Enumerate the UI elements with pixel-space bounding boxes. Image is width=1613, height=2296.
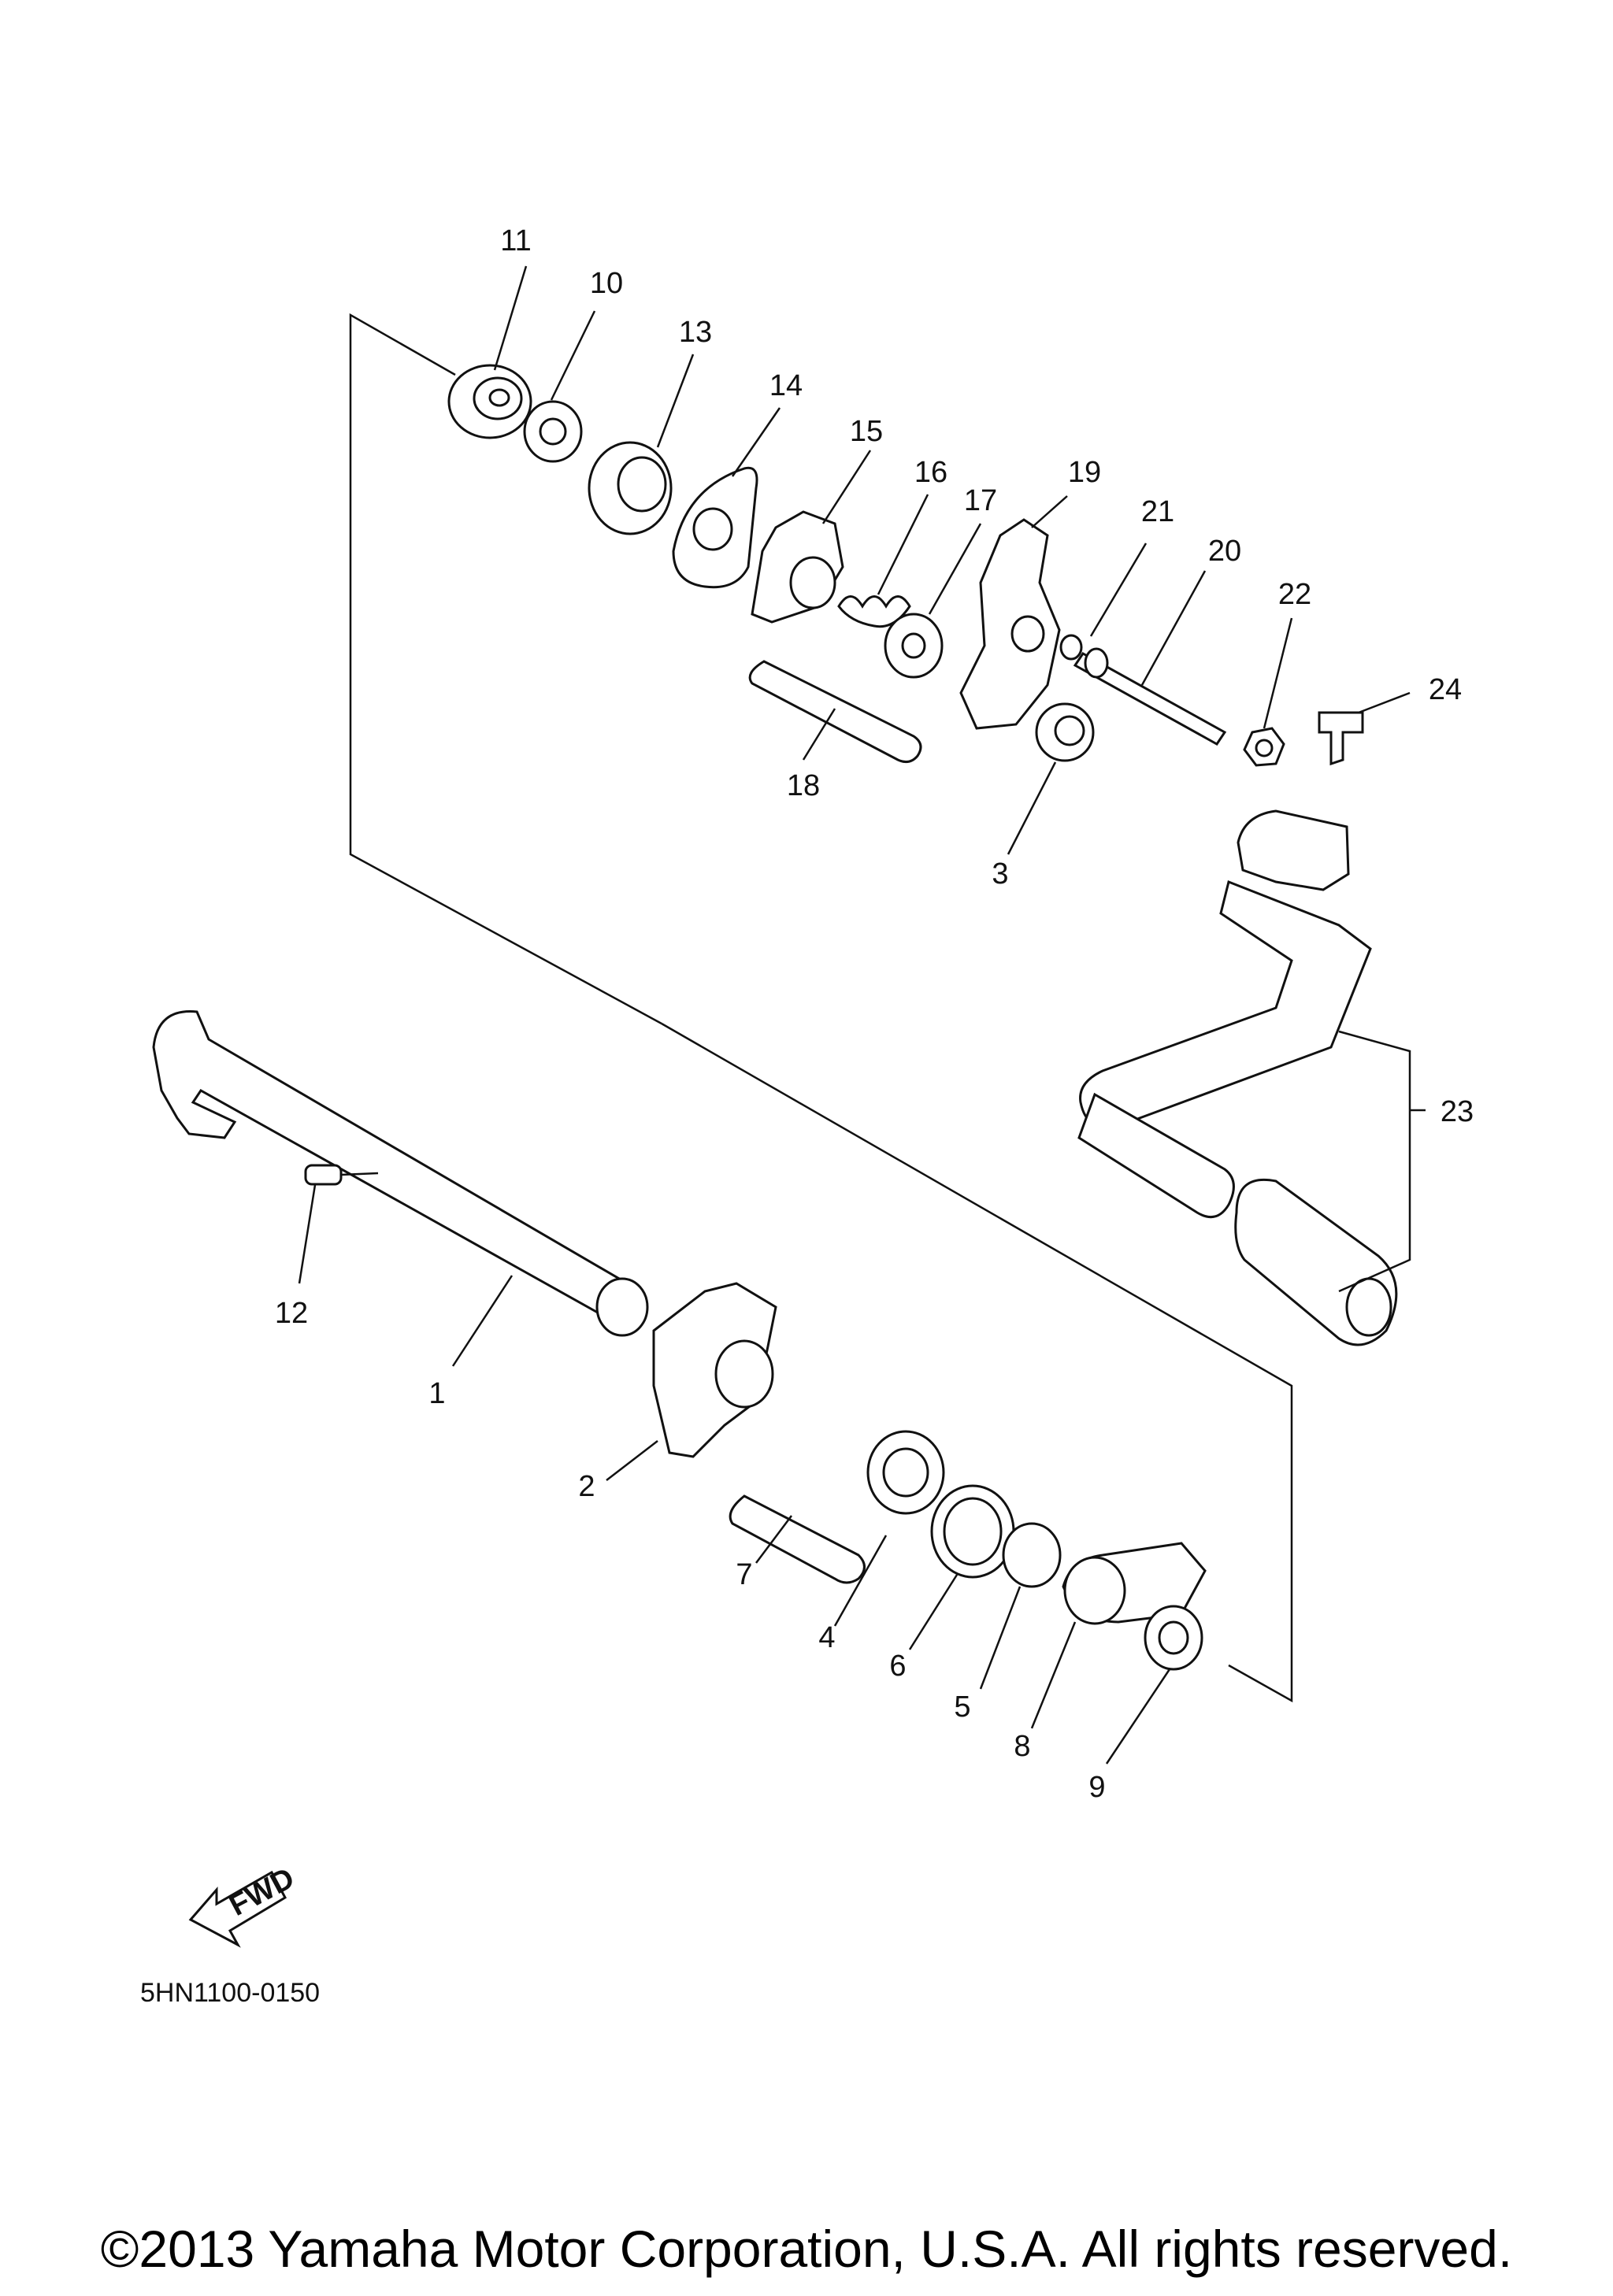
leader-lines [298,265,1426,1765]
callout-2: 2 [578,1470,595,1503]
callout-13: 13 [679,316,712,349]
callouts: 11 10 13 14 15 16 17 19 21 20 22 24 18 3… [275,224,1474,1804]
part-4-spring [866,1430,945,1515]
callout-18: 18 [787,769,820,802]
callout-1: 1 [428,1377,445,1410]
callout-3: 3 [992,857,1008,891]
callout-24: 24 [1429,673,1462,706]
callout-7: 7 [736,1558,752,1591]
part-7-pin [729,1494,866,1584]
callout-11: 11 [500,224,531,257]
callout-20: 20 [1208,535,1241,568]
callout-6: 6 [889,1650,906,1683]
assembly-frame [349,313,1293,1703]
part-20-bolt [1073,647,1227,746]
part-1-shift-shaft [152,1010,649,1337]
part-11-bearing [447,364,532,439]
part-19-shift-arm [959,518,1061,730]
part-9-spring [1144,1605,1203,1671]
part-24-bolt [1318,711,1364,766]
callout-5: 5 [954,1691,970,1724]
part-22-nut [1243,727,1285,767]
part-23-shift-pedal [1077,809,1398,1346]
callout-21: 21 [1141,495,1174,528]
fwd-label: FWD [224,1861,300,1923]
part-15-shift-lever [751,510,844,624]
part-18-pin [748,660,922,764]
part-12-dowel [304,1164,379,1186]
part-8-stopper-lever [1062,1542,1207,1625]
part-21-circlip [1059,634,1083,661]
part-17-washer [884,613,944,679]
part-5-circlip [1002,1522,1062,1588]
fwd-arrow-icon: FWD [188,1861,300,1948]
part-14-plate [672,466,758,589]
callout-14: 14 [769,369,803,402]
part-6-washer [930,1484,1015,1579]
part-2-shift-lever [652,1282,777,1458]
callout-8: 8 [1014,1730,1030,1763]
part-10-washer [523,400,583,463]
callout-15: 15 [850,415,883,448]
callout-4: 4 [818,1621,835,1654]
part-3-collar [1035,702,1095,762]
callout-17: 17 [964,484,997,517]
drawing-code: 5HN1100-0150 [140,1978,320,2008]
callout-10: 10 [590,267,623,300]
callout-22: 22 [1278,578,1311,611]
part-13-shift-guide [588,441,673,535]
callout-9: 9 [1088,1771,1105,1804]
part-16-spring [837,595,911,628]
callout-16: 16 [914,456,947,489]
callout-12: 12 [275,1297,308,1330]
callout-23: 23 [1441,1095,1474,1128]
copyright-notice: ©2013 Yamaha Motor Corporation, U.S.A. A… [100,2220,1513,2278]
callout-19: 19 [1068,456,1101,489]
